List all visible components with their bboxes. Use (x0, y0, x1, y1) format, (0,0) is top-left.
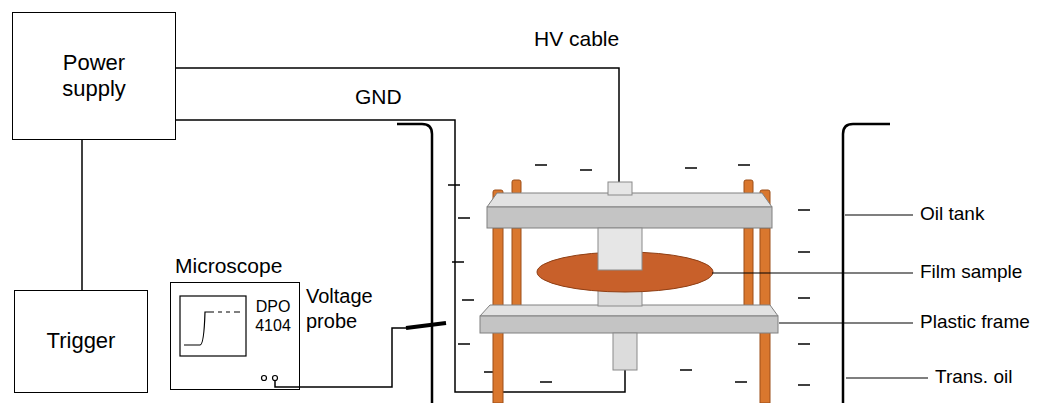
device-heading: Microscope (175, 253, 282, 278)
leader-line-part (779, 322, 913, 323)
top-electrode-part (598, 228, 642, 270)
leader-line-part (712, 272, 913, 273)
oil-mark-part (458, 343, 470, 345)
model-number: DPO 4104 (251, 297, 295, 335)
part-label: Trans. oil (935, 365, 1012, 389)
oscilloscope-screen-part (218, 311, 240, 312)
oil-mark-part (798, 384, 810, 386)
scope-connector-part (262, 376, 267, 381)
oil-mark-part (448, 184, 460, 186)
frame-rod-part (512, 180, 521, 194)
oil-mark-part (798, 209, 810, 211)
oil-mark-part (452, 261, 464, 263)
leader-line-part (845, 214, 913, 215)
oil-mark-part (458, 217, 470, 219)
frame-rod-part (760, 332, 770, 403)
gnd-wire (176, 120, 625, 392)
oil-mark-part (798, 343, 810, 345)
leader-line-part (846, 377, 928, 378)
device-name: Trigger (47, 328, 116, 354)
gnd-wire-part (176, 120, 625, 392)
oil-mark-part (535, 164, 547, 166)
oscilloscope-screen-part (180, 296, 246, 356)
plastic-frame-plate-part (487, 207, 772, 228)
plastic-frame-plate (480, 193, 778, 333)
oil-mark-part (735, 381, 747, 383)
part-label: Oil tank (920, 202, 984, 226)
oil-mark-part (685, 167, 697, 169)
plastic-frame-plate-part (480, 316, 778, 333)
oil-tank-wall (397, 124, 890, 403)
cable-label: GND (355, 84, 402, 110)
probe-wire-part (275, 328, 410, 387)
oil-mark-part (738, 164, 750, 166)
frame-rod-part (493, 228, 503, 316)
trigger-box: Trigger (14, 290, 148, 393)
oil-mark-part (540, 381, 552, 383)
oil-tank-wall-part (397, 124, 432, 403)
voltage-probe-body-part (406, 323, 446, 328)
frame-rod-part (512, 228, 521, 306)
frame-rod-part (493, 332, 503, 403)
frame-rod-part (744, 180, 753, 194)
top-electrode (598, 182, 642, 270)
oil-tank-wall-part (843, 124, 890, 403)
scope-connector (262, 376, 278, 381)
power-supply-box: Power supply (12, 12, 176, 140)
oil-mark-part (798, 297, 810, 299)
part-label: Film sample (920, 260, 1022, 284)
top-electrode-part (608, 182, 632, 195)
oil-mark-part (580, 169, 592, 171)
leader-line (712, 215, 928, 378)
oscilloscope-box: MicroscopeDPO 4104 (170, 282, 300, 390)
part-label: Plastic frame (920, 310, 1030, 334)
voltage-probe-body (406, 323, 446, 328)
plastic-frame-plate-part (480, 305, 778, 316)
cable-label: HV cable (534, 26, 619, 52)
oscilloscope-screen (180, 296, 246, 356)
device-name: Power supply (44, 50, 144, 103)
scope-connector-part (273, 376, 278, 381)
oil-mark-part (680, 369, 692, 371)
oil-mark-part (798, 251, 810, 253)
probe-label: Voltage probe (306, 284, 380, 334)
cable-line (81, 140, 83, 290)
oil-mark-part (462, 299, 474, 301)
probe-wire (275, 328, 410, 387)
frame-rod-part (744, 228, 753, 306)
bottom-electrode-part (613, 333, 637, 370)
oscilloscope-screen-part (184, 312, 214, 345)
frame-rod-part (760, 228, 770, 316)
